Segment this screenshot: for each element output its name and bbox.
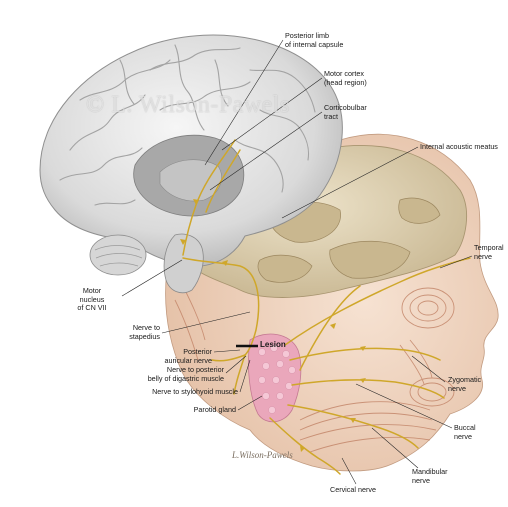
label-internal-acoustic-meatus: Internal acoustic meatus xyxy=(420,142,498,151)
buccal-nerve-line xyxy=(291,379,445,399)
label-mandibular-nerve: Mandibular nerve xyxy=(412,467,448,485)
label-nerve-to-stylohyoid: Nerve to stylohyoid muscle xyxy=(152,387,238,396)
zygomatic-nerve-line xyxy=(289,347,441,361)
label-cervical-nerve: Cervical nerve xyxy=(330,485,376,494)
label-zygomatic-nerve: Zygomatic nerve xyxy=(448,375,482,393)
cerebellum xyxy=(89,234,147,276)
label-buccal-nerve: Buccal nerve xyxy=(454,423,476,441)
label-parotid-gland: Parotid gland xyxy=(193,405,236,414)
leader-lines xyxy=(121,39,473,485)
label-posterior-auricular-nerve: Posterior auricular nerve xyxy=(164,347,212,365)
label-nerve-to-digastric: Nerve to posterior belly of digastric mu… xyxy=(147,365,224,383)
label-corticobulbar-tract: Corticobulbar tract xyxy=(324,103,367,121)
nerve-arrows xyxy=(180,199,366,452)
parotid-gland xyxy=(248,333,302,423)
artist-signature: L.Wilson-Pawels xyxy=(232,450,293,460)
temporal-nerve-line xyxy=(284,257,471,346)
label-motor-nucleus: Motor nucleus of CN VII xyxy=(77,286,107,313)
thalamus xyxy=(159,159,222,202)
label-posterior-limb: Posterior limb of internal capsule xyxy=(285,31,344,49)
label-temporal-nerve: Temporal nerve xyxy=(474,243,504,261)
cranial-base xyxy=(257,197,441,283)
label-lesion: Lesion xyxy=(260,340,286,349)
mandibular-nerve-line xyxy=(287,404,419,449)
label-nerve-to-stapedius: Nerve to stapedius xyxy=(129,323,160,341)
brainstem xyxy=(163,233,204,294)
cerebellum-folia xyxy=(94,245,143,267)
brain-gyri xyxy=(59,44,316,206)
cervical-nerve-line xyxy=(269,417,341,475)
label-motor-cortex: Motor cortex (head region) xyxy=(324,69,367,87)
copyright-watermark: © L. Wilson-Pawels xyxy=(86,92,290,118)
